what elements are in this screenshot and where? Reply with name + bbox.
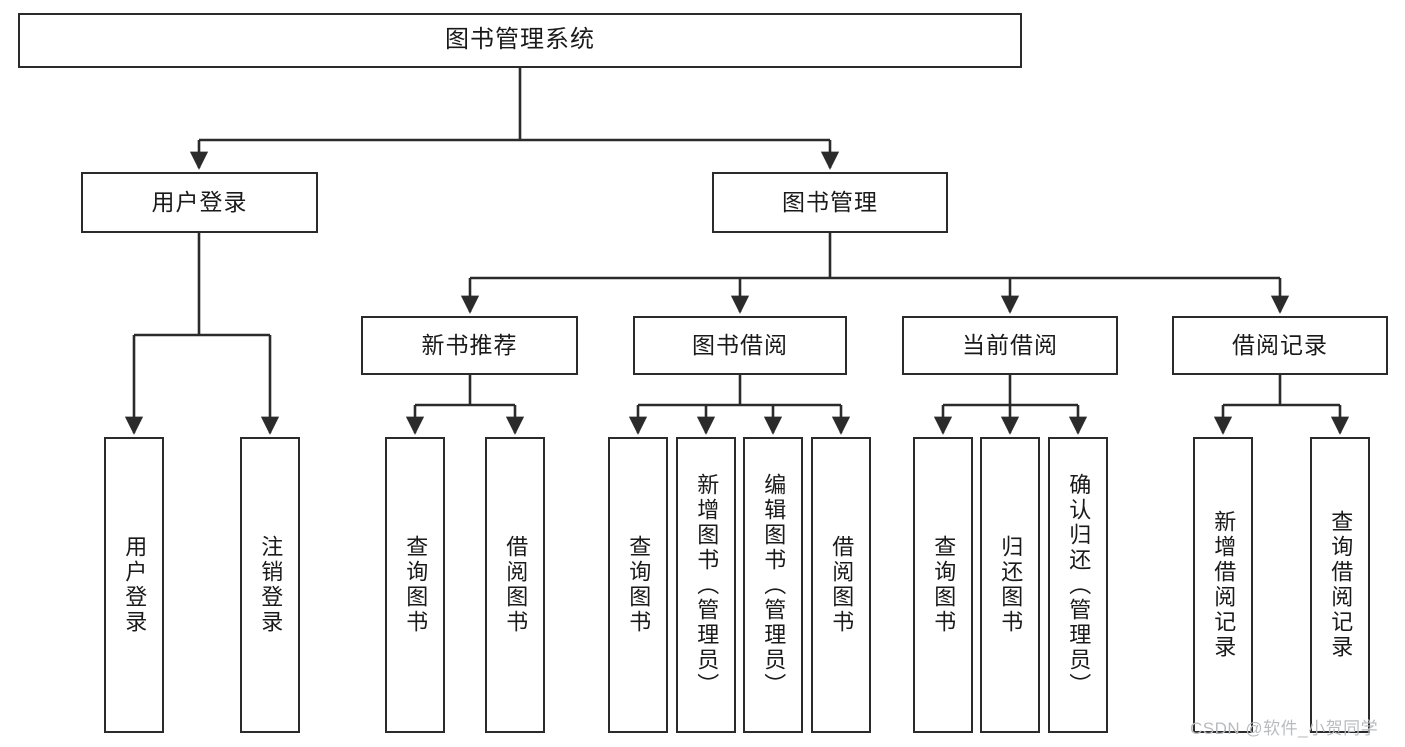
leaf-current-borrow-1-label: 查询图书	[931, 535, 957, 635]
node-user-login-label: 用户登录	[151, 188, 248, 215]
node-book-borrow[interactable]: 图书借阅	[633, 316, 847, 375]
node-borrow-record-label: 借阅记录	[1232, 331, 1328, 358]
leaf-current-borrow-3-label: 确认归还（管理员）	[1066, 472, 1092, 698]
leaf-user-login-1[interactable]: 用户登录	[104, 437, 164, 733]
leaf-current-borrow-1[interactable]: 查询图书	[913, 437, 973, 733]
node-book-manage-label: 图书管理	[782, 188, 878, 215]
leaf-user-login-2-label: 注销登录	[258, 535, 284, 635]
node-root-label: 图书管理系统	[445, 26, 595, 54]
leaf-current-borrow-2-label: 归还图书	[998, 535, 1024, 635]
leaf-borrow-record-1[interactable]: 新增借阅记录	[1193, 437, 1253, 733]
node-root[interactable]: 图书管理系统	[18, 13, 1022, 68]
leaf-book-borrow-4[interactable]: 借阅图书	[811, 437, 871, 733]
leaf-borrow-record-2[interactable]: 查询借阅记录	[1310, 437, 1370, 733]
leaf-new-book-1[interactable]: 查询图书	[385, 437, 445, 733]
leaf-new-book-2[interactable]: 借阅图书	[485, 437, 545, 733]
leaf-book-borrow-3-label: 编辑图书（管理员）	[761, 472, 787, 698]
node-new-book-recommend[interactable]: 新书推荐	[361, 316, 578, 375]
node-current-borrow-label: 当前借阅	[962, 331, 1058, 358]
leaf-current-borrow-2[interactable]: 归还图书	[980, 437, 1040, 733]
leaf-user-login-2[interactable]: 注销登录	[240, 437, 300, 733]
node-book-manage[interactable]: 图书管理	[712, 172, 948, 233]
leaf-book-borrow-2[interactable]: 新增图书（管理员）	[676, 437, 736, 733]
leaf-book-borrow-2-label: 新增图书（管理员）	[694, 472, 720, 698]
leaf-new-book-1-label: 查询图书	[403, 535, 429, 635]
leaf-book-borrow-1-label: 查询图书	[626, 535, 652, 635]
leaf-borrow-record-2-label: 查询借阅记录	[1328, 510, 1354, 660]
leaf-book-borrow-4-label: 借阅图书	[829, 535, 855, 635]
leaf-new-book-2-label: 借阅图书	[503, 535, 529, 635]
leaf-book-borrow-3[interactable]: 编辑图书（管理员）	[743, 437, 803, 733]
node-borrow-record[interactable]: 借阅记录	[1172, 316, 1388, 375]
leaf-borrow-record-1-label: 新增借阅记录	[1211, 510, 1237, 660]
node-current-borrow[interactable]: 当前借阅	[902, 316, 1118, 375]
node-book-borrow-label: 图书借阅	[692, 331, 788, 358]
leaf-current-borrow-3[interactable]: 确认归还（管理员）	[1048, 437, 1108, 733]
node-new-book-recommend-label: 新书推荐	[421, 331, 518, 358]
node-user-login[interactable]: 用户登录	[81, 172, 318, 233]
leaf-user-login-1-label: 用户登录	[122, 535, 148, 635]
leaf-book-borrow-1[interactable]: 查询图书	[608, 437, 668, 733]
